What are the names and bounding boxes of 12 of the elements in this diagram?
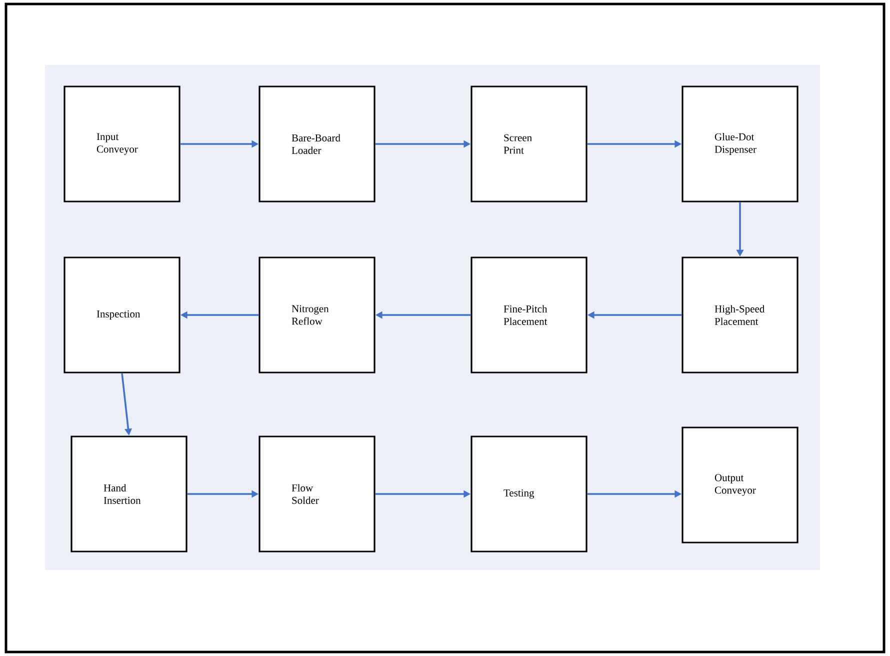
- process-box: Fine-Pitch Placement: [470, 256, 588, 374]
- process-box: Bare-Board Loader: [258, 86, 376, 202]
- process-box: Inspection: [64, 256, 180, 374]
- process-box: Input Conveyor: [64, 86, 180, 202]
- process-box: Testing: [470, 436, 588, 552]
- process-box: Output Conveyor: [682, 426, 798, 544]
- process-box: Flow Solder: [258, 436, 376, 552]
- process-box: Nitrogen Reflow: [258, 256, 376, 374]
- process-box: Screen Print: [470, 86, 588, 202]
- process-box: Glue-Dot Dispenser: [682, 86, 798, 202]
- process-box: Hand Insertion: [70, 436, 188, 552]
- process-box: High-Speed Placement: [682, 256, 798, 374]
